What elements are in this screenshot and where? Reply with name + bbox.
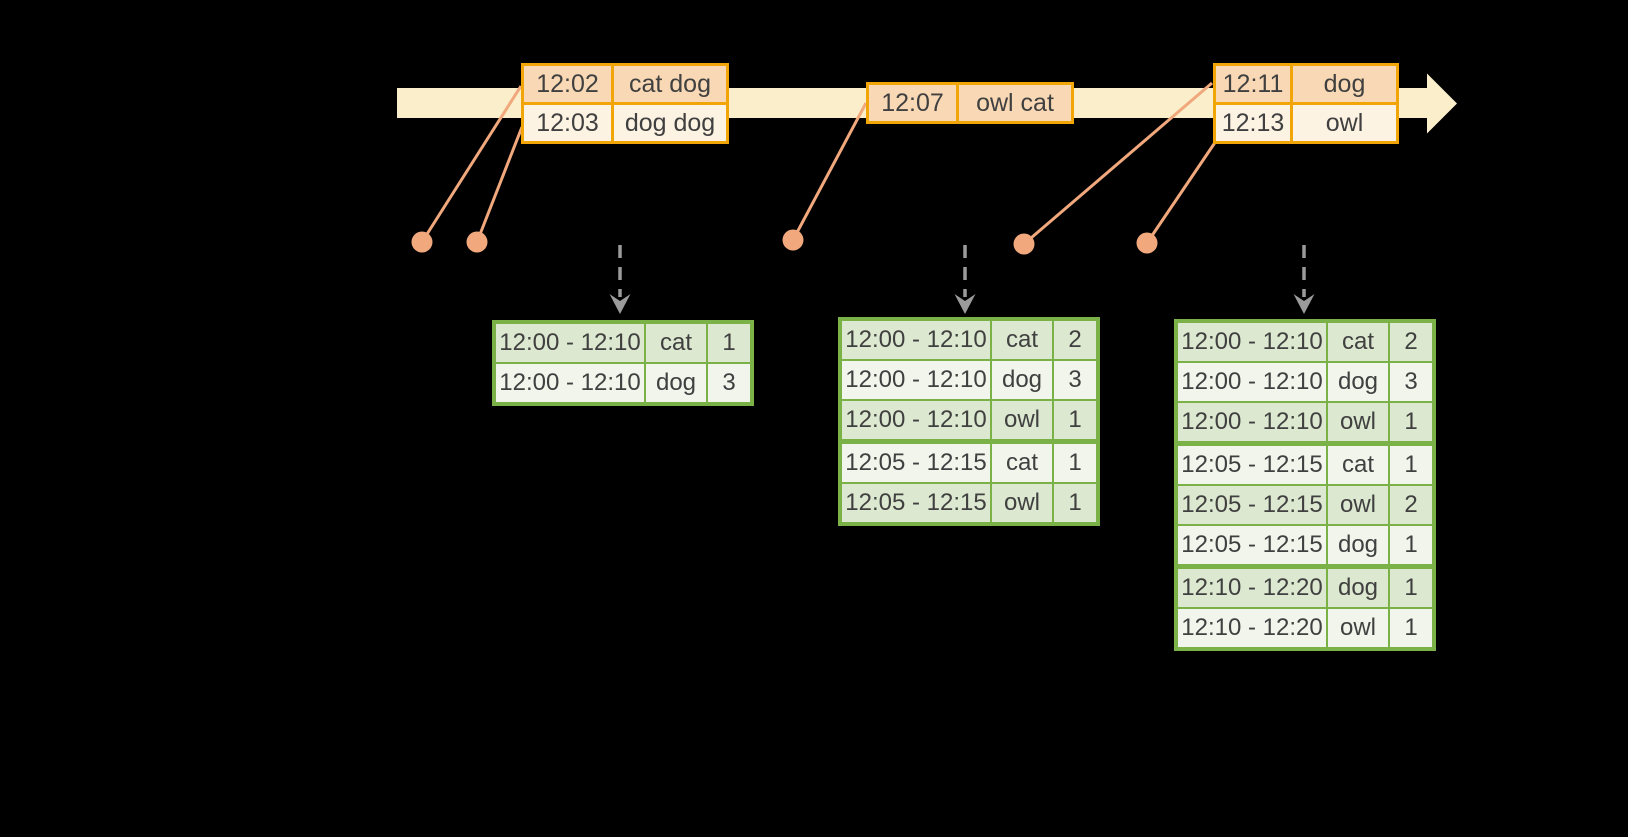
- word-cell: cat: [1326, 441, 1390, 486]
- event-time-cell: 12:02: [521, 63, 614, 105]
- event-time-cell: 12:11: [1213, 63, 1293, 105]
- window-cell: 12:05 - 12:15: [1175, 441, 1328, 486]
- word-cell: cat: [1326, 320, 1390, 363]
- window-cell: 12:00 - 12:10: [493, 321, 646, 364]
- count-cell: 1: [1052, 399, 1099, 443]
- input-row: 12:07 owl cat: [866, 82, 1074, 124]
- count-cell: 3: [1052, 359, 1099, 401]
- word-cell: dog: [1326, 524, 1390, 568]
- event-words-cell: cat dog: [611, 63, 729, 105]
- result-row: 12:05 - 12:15 owl 1: [839, 482, 1099, 525]
- input-row: 12:11 dog: [1213, 63, 1399, 105]
- event-connector-line: [791, 102, 868, 241]
- word-cell: owl: [990, 482, 1054, 525]
- count-cell: 1: [706, 321, 753, 364]
- word-cell: dog: [990, 359, 1054, 401]
- event-connector-line: [475, 126, 524, 243]
- event-words-cell: owl cat: [956, 82, 1074, 124]
- count-cell: 2: [1052, 318, 1099, 361]
- result-row: 12:00 - 12:10 cat 2: [839, 318, 1099, 361]
- input-batch-table-1: 12:02 cat dog 12:03 dog dog: [521, 63, 729, 144]
- count-cell: 1: [1388, 401, 1435, 445]
- result-row: 12:00 - 12:10 cat 2: [1175, 320, 1435, 363]
- window-cell: 12:00 - 12:10: [839, 359, 992, 401]
- count-cell: 1: [1388, 441, 1435, 486]
- window-cell: 12:05 - 12:15: [839, 439, 992, 484]
- result-row: 12:00 - 12:10 dog 3: [839, 359, 1099, 401]
- event-connector-line: [1145, 140, 1218, 244]
- time-axis-arrowhead-icon: [1427, 73, 1457, 134]
- window-cell: 12:05 - 12:15: [1175, 484, 1328, 526]
- word-cell: owl: [990, 399, 1054, 443]
- window-cell: 12:05 - 12:15: [839, 482, 992, 525]
- event-words-cell: dog dog: [611, 102, 729, 144]
- result-row: 12:05 - 12:15 dog 1: [1175, 524, 1435, 568]
- windowed-counts-table-2: 12:00 - 12:10 cat 2 12:00 - 12:10 dog 3 …: [838, 317, 1100, 526]
- input-row: 12:03 dog dog: [521, 102, 729, 144]
- event-time-cell: 12:13: [1213, 102, 1293, 144]
- count-cell: 3: [706, 362, 753, 405]
- window-cell: 12:10 - 12:20: [1175, 564, 1328, 609]
- word-cell: cat: [990, 318, 1054, 361]
- count-cell: 1: [1388, 607, 1435, 650]
- result-row: 12:00 - 12:10 dog 3: [493, 362, 753, 405]
- event-time-cell: 12:07: [866, 82, 959, 124]
- count-cell: 1: [1052, 482, 1099, 525]
- word-cell: cat: [990, 439, 1054, 484]
- trigger-arrow-icon: [1293, 245, 1315, 314]
- result-row: 12:05 - 12:15 cat 1: [839, 439, 1099, 484]
- count-cell: 3: [1388, 361, 1435, 403]
- windowed-counts-table-1: 12:00 - 12:10 cat 1 12:00 - 12:10 dog 3: [492, 320, 754, 406]
- event-connector-line: [1023, 81, 1213, 246]
- event-connector-line: [420, 85, 523, 243]
- word-cell: cat: [644, 321, 708, 364]
- windowed-counts-table-3: 12:00 - 12:10 cat 2 12:00 - 12:10 dog 3 …: [1174, 319, 1436, 651]
- event-dot: [782, 229, 804, 251]
- word-cell: dog: [644, 362, 708, 405]
- count-cell: 1: [1388, 564, 1435, 609]
- word-cell: owl: [1326, 484, 1390, 526]
- window-cell: 12:10 - 12:20: [1175, 607, 1328, 650]
- result-row: 12:05 - 12:15 cat 1: [1175, 441, 1435, 486]
- word-cell: dog: [1326, 361, 1390, 403]
- event-dot: [1136, 232, 1158, 254]
- input-row: 12:02 cat dog: [521, 63, 729, 105]
- window-cell: 12:00 - 12:10: [1175, 361, 1328, 403]
- input-batch-table-2: 12:07 owl cat: [866, 82, 1074, 124]
- window-cell: 12:00 - 12:10: [1175, 320, 1328, 363]
- count-cell: 2: [1388, 484, 1435, 526]
- word-cell: dog: [1326, 564, 1390, 609]
- event-time-cell: 12:03: [521, 102, 614, 144]
- result-row: 12:00 - 12:10 dog 3: [1175, 361, 1435, 403]
- result-row: 12:00 - 12:10 owl 1: [1175, 401, 1435, 445]
- window-cell: 12:00 - 12:10: [839, 318, 992, 361]
- event-words-cell: owl: [1290, 102, 1399, 144]
- input-batch-table-3: 12:11 dog 12:13 owl: [1213, 63, 1399, 144]
- window-cell: 12:05 - 12:15: [1175, 524, 1328, 568]
- count-cell: 2: [1388, 320, 1435, 363]
- event-dot: [466, 231, 488, 253]
- trigger-arrow-icon: [609, 245, 631, 314]
- result-row: 12:05 - 12:15 owl 2: [1175, 484, 1435, 526]
- result-row: 12:00 - 12:10 cat 1: [493, 321, 753, 364]
- word-cell: owl: [1326, 401, 1390, 445]
- count-cell: 1: [1052, 439, 1099, 484]
- window-cell: 12:00 - 12:10: [839, 399, 992, 443]
- input-row: 12:13 owl: [1213, 102, 1399, 144]
- result-row: 12:00 - 12:10 owl 1: [839, 399, 1099, 443]
- result-row: 12:10 - 12:20 owl 1: [1175, 607, 1435, 650]
- event-words-cell: dog: [1290, 63, 1399, 105]
- window-cell: 12:00 - 12:10: [493, 362, 646, 405]
- result-row: 12:10 - 12:20 dog 1: [1175, 564, 1435, 609]
- event-dot: [1013, 233, 1035, 255]
- window-cell: 12:00 - 12:10: [1175, 401, 1328, 445]
- event-dot: [411, 231, 433, 253]
- word-cell: owl: [1326, 607, 1390, 650]
- count-cell: 1: [1388, 524, 1435, 568]
- trigger-arrow-icon: [954, 245, 976, 314]
